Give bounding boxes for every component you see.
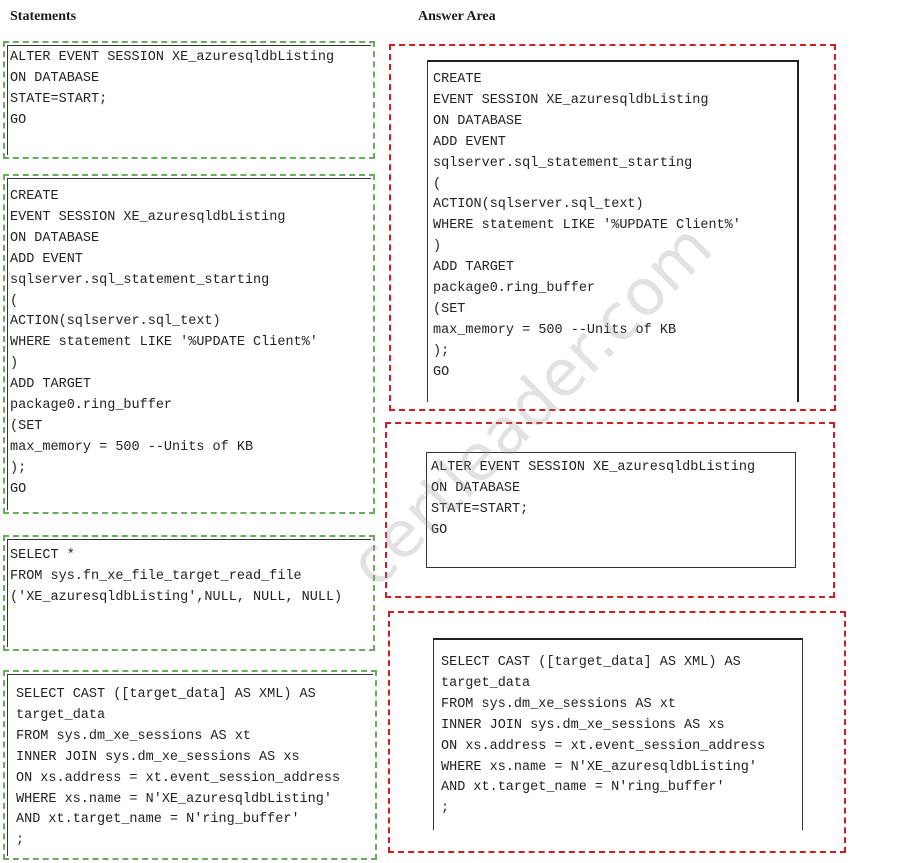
statement-inner-frame	[7, 178, 371, 510]
statement-alter-start[interactable]: ALTER EVENT SESSION XE_azuresqldbListing…	[3, 41, 375, 159]
statement-inner-frame	[7, 539, 371, 647]
statement-code: SELECT CAST ([target_data] AS XML) AS ta…	[16, 687, 341, 849]
statement-code: SELECT * FROM sys.fn_xe_file_target_read…	[10, 548, 343, 605]
answer-slot-1[interactable]: CREATE EVENT SESSION XE_azuresqldbListin…	[389, 44, 836, 411]
statement-inner-frame	[7, 45, 371, 155]
statements-heading: Statements	[10, 9, 77, 24]
answer-slot-3[interactable]: SELECT CAST ([target_data] AS XML) AS ta…	[388, 611, 846, 853]
statement-create-session[interactable]: CREATE EVENT SESSION XE_azuresqldbListin…	[3, 174, 375, 514]
answer-area-heading: Answer Area	[418, 9, 496, 24]
statement-inner-frame	[7, 674, 373, 856]
answer-1-frame	[427, 60, 799, 402]
statement-select-cast[interactable]: SELECT CAST ([target_data] AS XML) AS ta…	[3, 670, 377, 860]
statement-code: ALTER EVENT SESSION XE_azuresqldbListing…	[10, 50, 335, 128]
answer-1-code: CREATE EVENT SESSION XE_azuresqldbListin…	[433, 72, 741, 380]
answer-2-frame	[426, 452, 796, 568]
answer-3-code: SELECT CAST ([target_data] AS XML) AS ta…	[441, 655, 766, 817]
answer-3-frame	[433, 638, 803, 830]
statement-read-file[interactable]: SELECT * FROM sys.fn_xe_file_target_read…	[3, 535, 375, 651]
answer-slot-2[interactable]: ALTER EVENT SESSION XE_azuresqldbListing…	[385, 422, 835, 598]
answer-2-code: ALTER EVENT SESSION XE_azuresqldbListing…	[431, 460, 756, 538]
statement-code: CREATE EVENT SESSION XE_azuresqldbListin…	[10, 189, 318, 497]
